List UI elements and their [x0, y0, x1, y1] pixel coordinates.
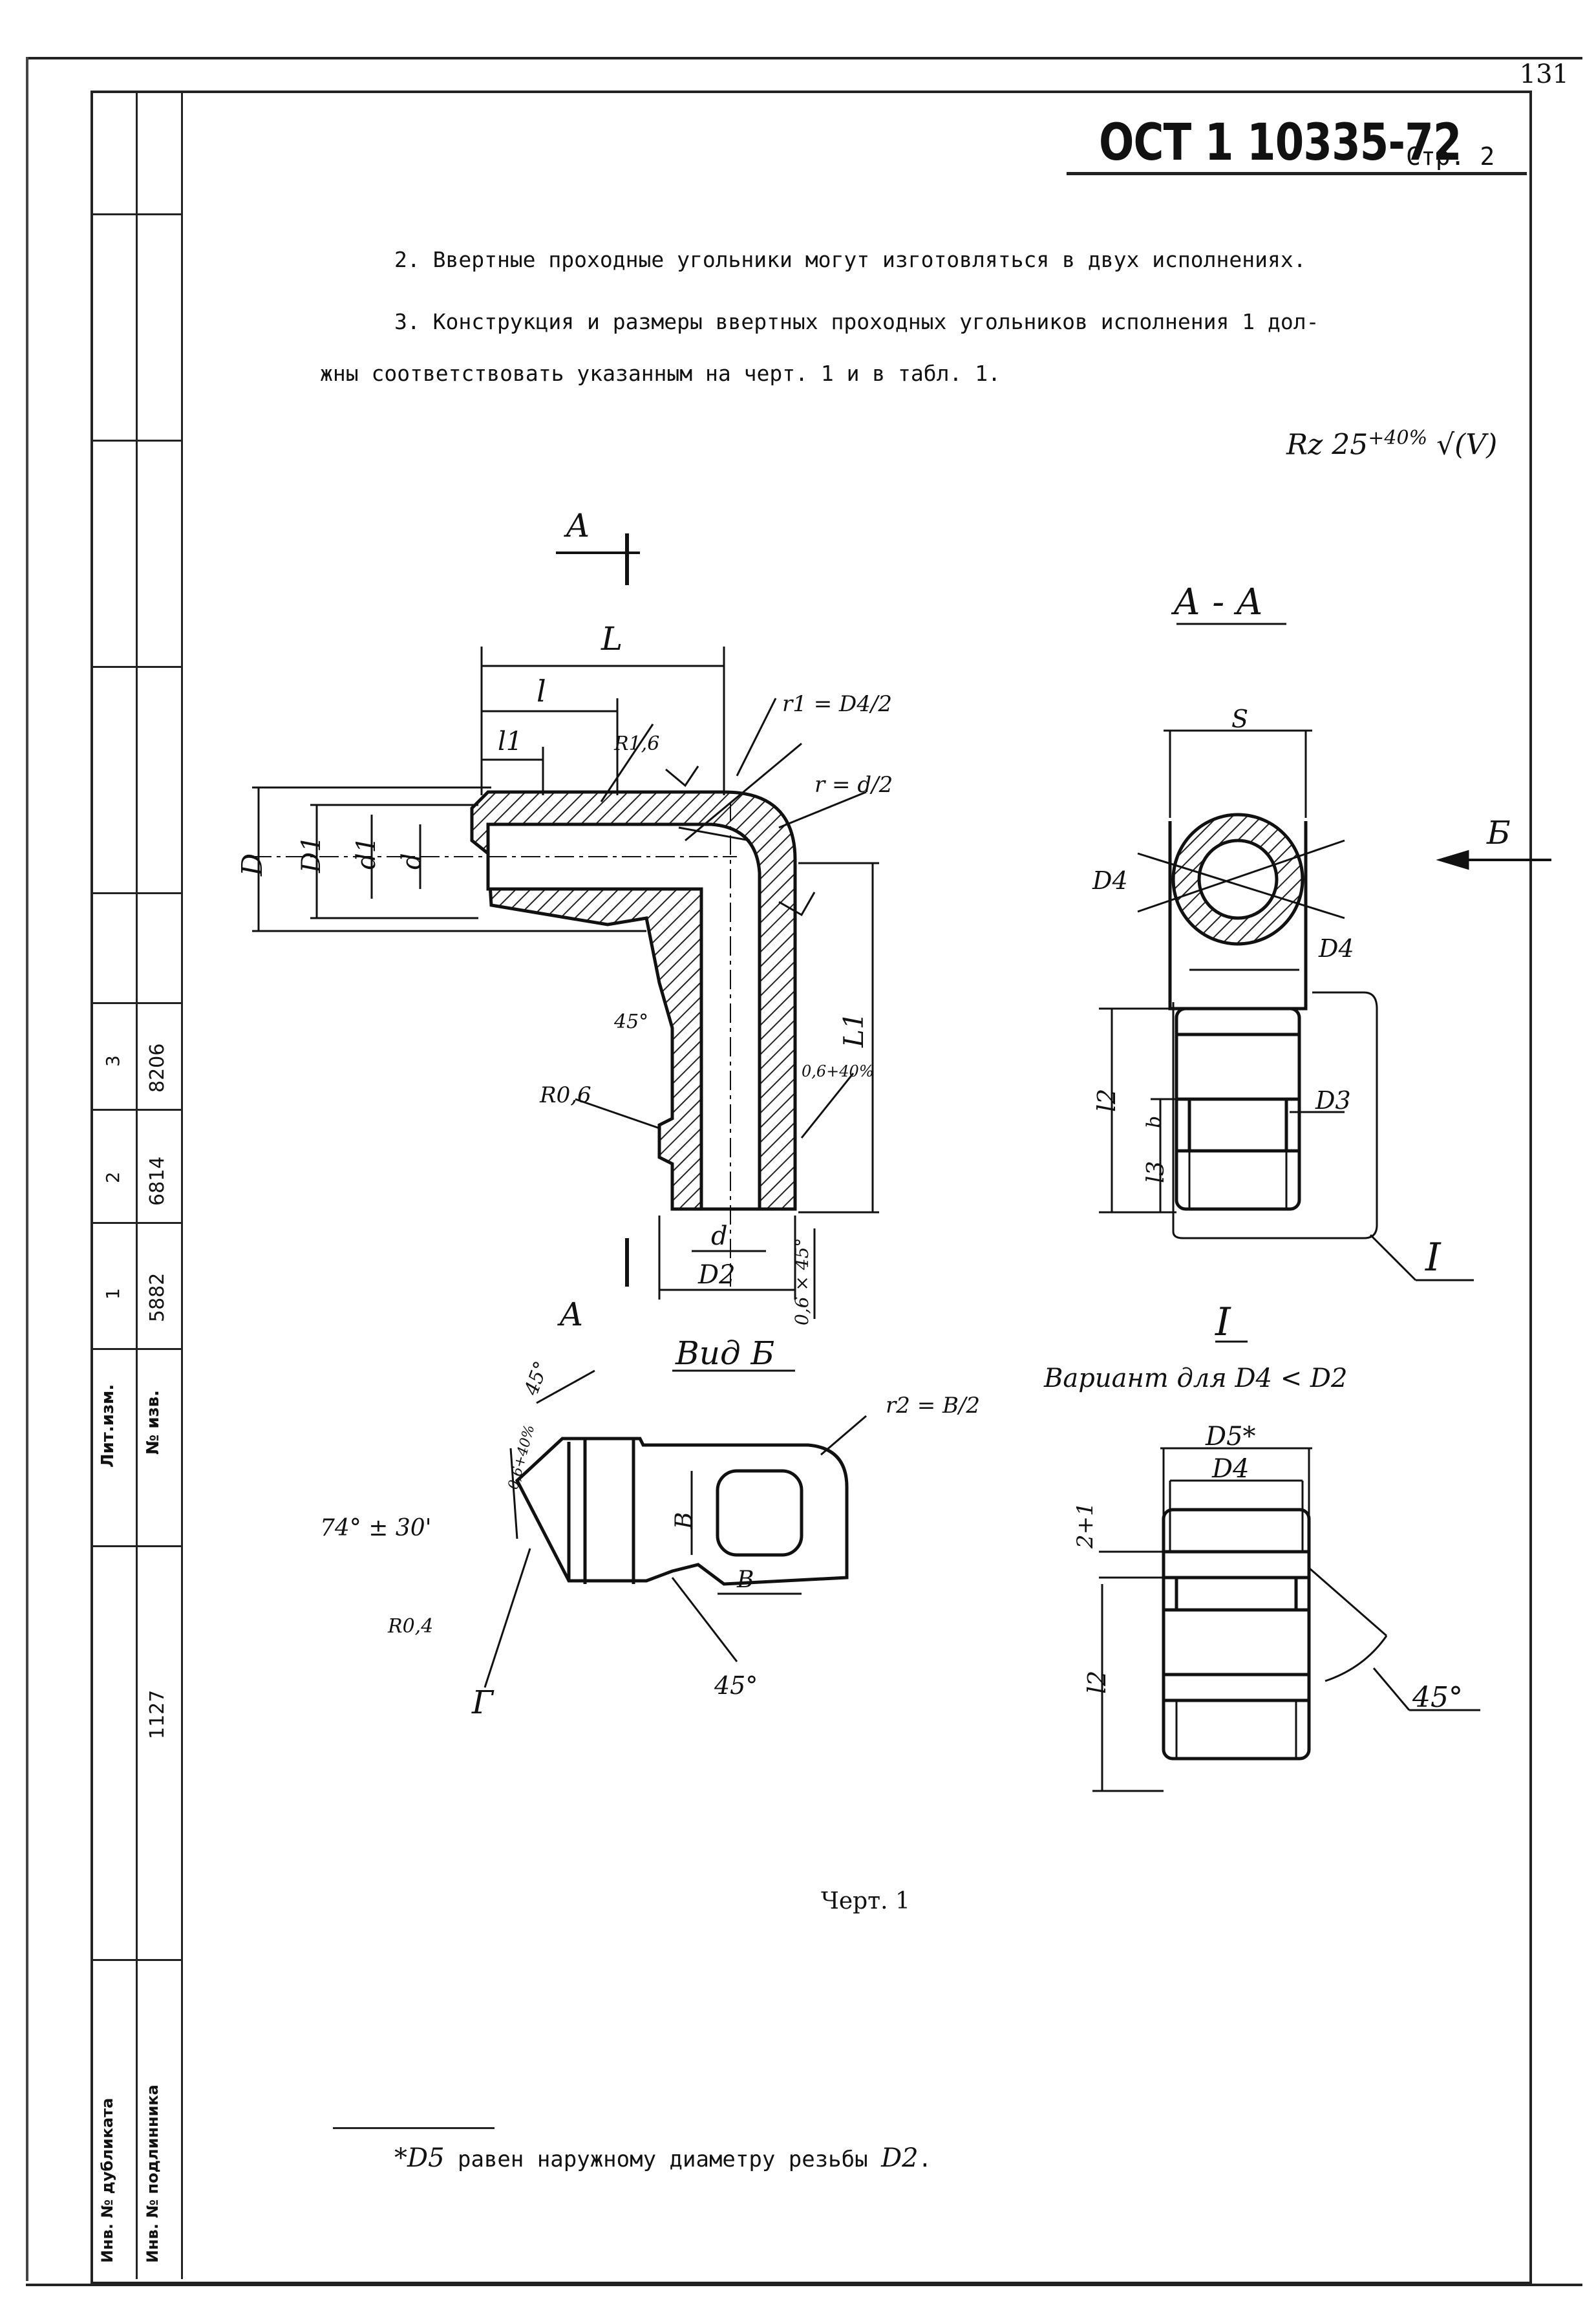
- footnote-ref: D2: [881, 2143, 919, 2173]
- variant-detail: [1092, 1340, 1480, 1792]
- label-B-vertical: B: [671, 1512, 697, 1530]
- surface-roughness-note: Rz 25+40% √(V): [1286, 427, 1497, 462]
- label-D4-shank: D4: [1318, 934, 1354, 963]
- label-B: B: [736, 1567, 754, 1593]
- label-d-bottom: d: [711, 1221, 728, 1251]
- figure-caption: Черт. 1: [821, 1888, 910, 1914]
- variant-title: I: [1215, 1300, 1231, 1345]
- header-underline: [1067, 172, 1527, 175]
- label-G: Г: [471, 1684, 495, 1721]
- view-b-title: Вид Б: [675, 1334, 774, 1372]
- paragraph-3-line1: 3. Конструкция и размеры ввертных проход…: [394, 309, 1319, 334]
- roughness-symbol: √(V): [1436, 428, 1498, 462]
- footnote-rule: [333, 2127, 495, 2129]
- label-r16: R1,6: [613, 733, 659, 755]
- label-L1: L1: [838, 1012, 869, 1048]
- label-b: b: [1143, 1116, 1165, 1128]
- label-tol-2-1: 2+1: [1072, 1502, 1098, 1549]
- label-S: S: [1231, 705, 1248, 733]
- left-binding-line: [26, 57, 28, 2281]
- label-D3: D3: [1315, 1086, 1351, 1115]
- section-a-a: [1099, 623, 1551, 1281]
- label-chamfer: 0,6 × 45°: [791, 1238, 813, 1325]
- label-l3: l3: [1143, 1161, 1169, 1183]
- label-D1: D1: [297, 835, 326, 873]
- label-angle-45-lower: 45°: [714, 1671, 758, 1700]
- label-ra-main: 0,6+40%: [802, 1062, 874, 1080]
- paragraph-2: 2. Ввертные проходные угольники могут из…: [394, 247, 1306, 272]
- label-d1: d1: [352, 837, 381, 870]
- label-r04: R0,4: [387, 1615, 433, 1638]
- label-D4-aa: D4: [1092, 866, 1128, 895]
- label-D5: D5*: [1205, 1422, 1256, 1451]
- label-cone: 74° ± 30': [320, 1515, 432, 1541]
- drawing-frame: [90, 91, 1532, 2284]
- label-angle-45-main: 45°: [613, 1011, 648, 1033]
- label-l2: l2: [1092, 1089, 1121, 1112]
- label-r2: r2 = B/2: [886, 1393, 980, 1419]
- roughness-value: Rz 25: [1286, 428, 1368, 462]
- label-arrow-b: Б: [1486, 814, 1511, 852]
- sheet-number: 131: [1519, 59, 1569, 89]
- footnote-text: равен наружному диаметру резьбы: [458, 2147, 868, 2172]
- label-section-a-top: А: [564, 507, 590, 544]
- outer-frame: [26, 57, 1582, 2286]
- label-section-a-bottom: А: [557, 1296, 584, 1333]
- label-detail-I: I: [1425, 1235, 1442, 1280]
- label-angle-45-variant: 45°: [1412, 1681, 1463, 1714]
- footnote: *D5 равен наружному диаметру резьбы D2.: [394, 2143, 932, 2173]
- section-a-a-title: А - А: [1171, 581, 1263, 623]
- roughness-tolerance: +40%: [1368, 427, 1428, 449]
- page-label: Стр. 2: [1406, 142, 1495, 171]
- document-code: ОСТ 1 10335-72: [1099, 114, 1462, 172]
- label-angle-45-view-b: 45°: [520, 1358, 553, 1399]
- label-D: D: [236, 853, 269, 877]
- label-r1: r1 = D4/2: [782, 691, 892, 717]
- variant-caption: Вариант для D4 < D2: [1043, 1364, 1347, 1393]
- label-l1: l1: [498, 727, 522, 756]
- label-r: r = d/2: [814, 772, 893, 798]
- label-l: l: [537, 674, 546, 709]
- footnote-mark: *D5: [394, 2143, 445, 2173]
- elbow-section-view: [252, 533, 879, 1319]
- view-b: [484, 1369, 867, 1688]
- label-ra-view-b: 0,6+40%: [505, 1423, 538, 1491]
- label-L: L: [601, 620, 622, 658]
- label-D4-variant: D4: [1211, 1454, 1250, 1484]
- label-d: d: [397, 853, 427, 870]
- label-l2-variant: l2: [1083, 1671, 1111, 1694]
- label-D2: D2: [697, 1260, 736, 1290]
- label-r06: R0,6: [539, 1082, 591, 1108]
- paragraph-3-line2: жны соответствовать указанным на черт. 1…: [320, 361, 1001, 386]
